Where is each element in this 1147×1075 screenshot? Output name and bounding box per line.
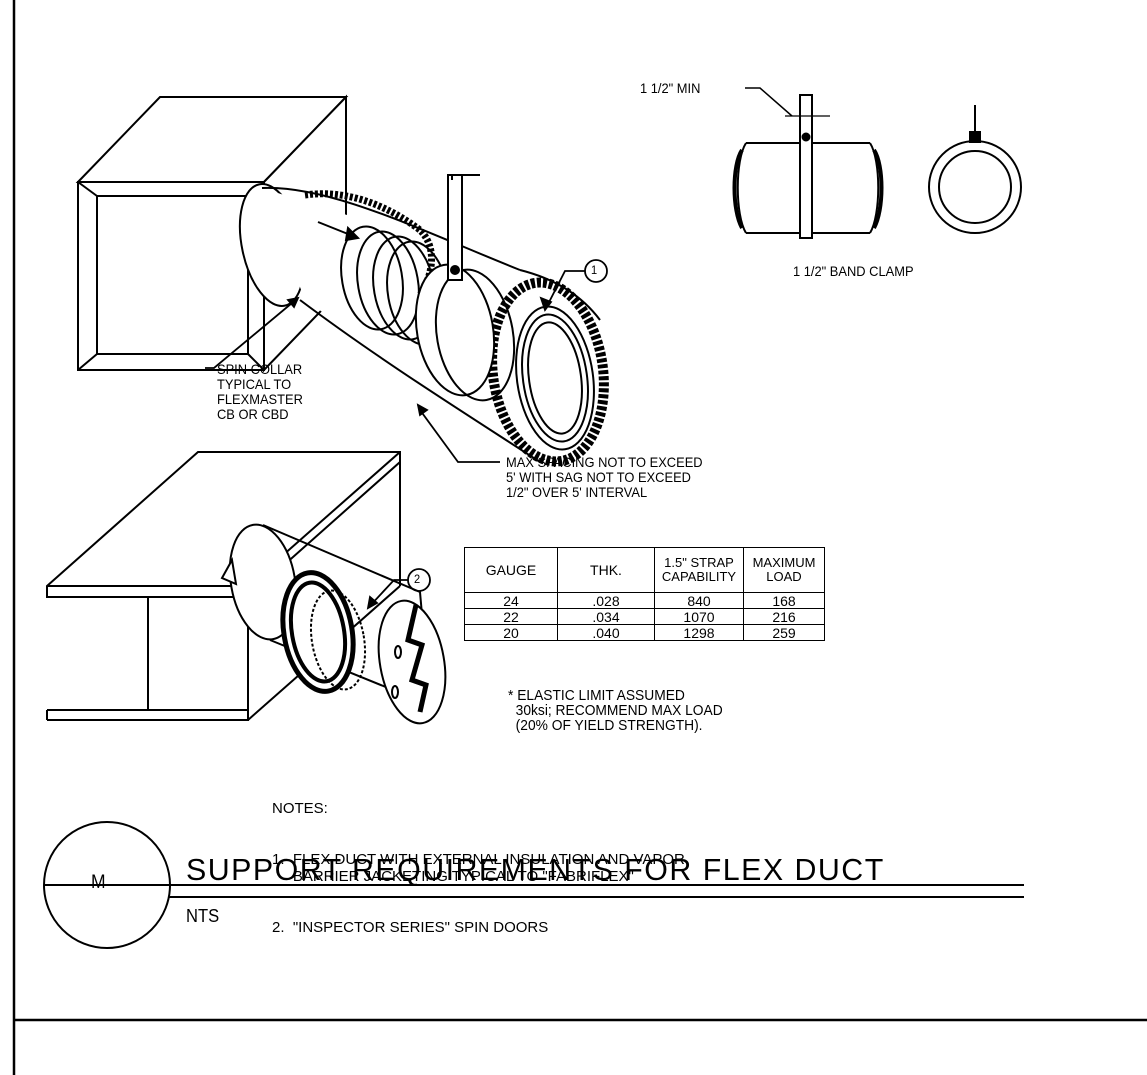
min-dimension-label: 1 1/2" MIN (640, 80, 701, 96)
band-clamp-end-view (928, 105, 1022, 234)
cell-load: 259 (743, 624, 825, 641)
cell-gauge: 22 (464, 608, 558, 625)
notes-heading: NOTES: (272, 800, 328, 817)
band-clamp-label: 1 1/2" BAND CLAMP (793, 263, 914, 279)
table-row: 22 .034 1070 216 (464, 608, 825, 625)
table-row: 24 .028 840 168 (464, 592, 825, 609)
spin-door (220, 523, 447, 725)
callout-2-leader (366, 568, 431, 610)
title-block-lines (43, 821, 1024, 949)
drawing-scale: NTS (186, 906, 220, 926)
header-thickness: THK. (557, 547, 655, 593)
cell-load: 216 (743, 608, 825, 625)
callout-1-number: 1 (591, 263, 598, 277)
note-item-1: 1. FLEX DUCT WITH EXTERNAL INSULATION AN… (272, 851, 685, 885)
header-gauge: GAUGE (464, 547, 558, 593)
top-flex-duct (238, 174, 609, 467)
cell-thickness: .040 (557, 624, 655, 641)
max-spacing-note: MAX SPACING NOT TO EXCEED 5' WITH SAG NO… (506, 454, 703, 500)
note-item-2: 2. "INSPECTOR SERIES" SPIN DOORS (272, 919, 549, 936)
cell-gauge: 24 (464, 592, 558, 609)
cell-thickness: .034 (557, 608, 655, 625)
spin-collar-leader (205, 296, 300, 369)
cell-thickness: .028 (557, 592, 655, 609)
elastic-limit-footnote: * ELASTIC LIMIT ASSUMED 30ksi; RECOMMEND… (508, 687, 723, 734)
spin-collar-note: SPIN COLLAR TYPICAL TO FLEXMASTER CB OR … (217, 361, 303, 422)
table-row: 20 .040 1298 259 (464, 624, 825, 641)
drawing-title: SUPPORT REQUIREMENTS FOR FLEX DUCT (186, 852, 885, 887)
cell-load: 168 (743, 592, 825, 609)
max-spacing-leader (416, 403, 500, 463)
strap-capability-table: GAUGE THK. 1.5" STRAP CAPABILITY MAXIMUM… (464, 547, 825, 641)
callout-2-number: 2 (414, 572, 421, 586)
header-strap-capability: 1.5" STRAP CAPABILITY (654, 547, 744, 593)
sheet-border (12, 0, 1147, 1075)
detail-letter: M (91, 872, 106, 893)
band-clamp-side-view (732, 87, 884, 239)
header-maximum-load: MAXIMUM LOAD (743, 547, 825, 593)
cell-capability: 1298 (654, 624, 744, 641)
callout-1-leader (539, 259, 608, 312)
table-header-row: GAUGE THK. 1.5" STRAP CAPABILITY MAXIMUM… (464, 547, 825, 593)
cell-capability: 840 (654, 592, 744, 609)
cell-gauge: 20 (464, 624, 558, 641)
notes-block: NOTES: 1. FLEX DUCT WITH EXTERNAL INSULA… (272, 766, 685, 953)
cell-capability: 1070 (654, 608, 744, 625)
